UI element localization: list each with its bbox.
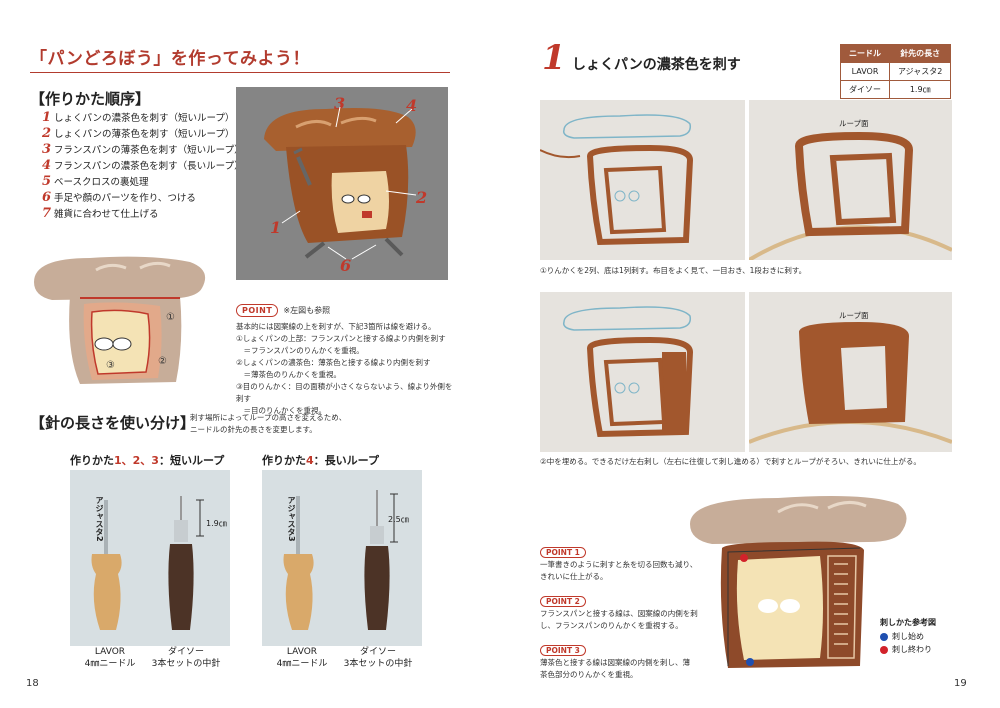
point-box: POINT ※左図も参照 基本的には図案線の上を刺すが、下記3箇所は線を避ける。… (236, 298, 456, 417)
step-number: 1 (542, 38, 566, 78)
loop-side-label: ループ面 (839, 119, 869, 128)
needle-heading: 【針の長さを使い分け】 (30, 414, 196, 432)
diagram-label: ③ (106, 360, 115, 371)
title-rule (30, 72, 450, 73)
stitch-end-marker (740, 554, 748, 562)
step-photo-1b: ループ面 (747, 100, 953, 262)
point-label: POINT 3 (540, 645, 586, 656)
point-note: ※左図も参照 (283, 306, 331, 315)
step-photo-2a (540, 292, 745, 452)
point-label: POINT 1 (540, 547, 586, 558)
step-title: しょくパンの濃茶色を刺す (572, 57, 741, 73)
steps-heading: 【作りかた順序】 (30, 90, 151, 108)
blue-dot-icon (880, 632, 888, 641)
bread-diagram: ① ② ③ (30, 252, 230, 392)
step-photo-1a (539, 100, 745, 260)
long-needle-photo: アジャスタ3 2.5㎝ (262, 470, 422, 646)
red-dot-icon (880, 645, 888, 654)
points-list: POINT 1 一筆書きのように刺すと糸を切る回数も減り、きれいに仕上がる。 P… (540, 540, 710, 681)
long-loop-title: 作りかた4：長いループ (262, 454, 379, 467)
photo-label: 4 (406, 96, 417, 115)
short-measure: 1.9㎝ (206, 519, 227, 528)
table-header: 針先の長さ (888, 44, 952, 63)
short-needle-photo: アジャスタ2 1.9㎝ (70, 470, 230, 646)
short-loop-title: 作りかた1、2、3：短いループ (70, 454, 225, 467)
diagram-label: ② (158, 356, 167, 367)
point-item: POINT 3 薄茶色と接する線は図案線の内側を刺し、薄茶色部分のりんかくを重視… (540, 645, 690, 679)
caption-2: ②中を埋める。できるだけ左右刺し（左右に往復して刺し進める）で刺すとループがそろ… (540, 457, 921, 466)
point-item: POINT 1 一筆書きのように刺すと糸を切る回数も減り、きれいに仕上がる。 (540, 547, 698, 581)
page-number-right: 19 (954, 678, 967, 689)
diagram-label: ① (166, 312, 175, 323)
photo-label: 3 (334, 94, 345, 113)
point-text: 基本的には図案線の上を刺すが、下記3箇所は線を避ける。 ①しょくパンの上部：フラ… (236, 322, 453, 415)
table-row: LAVOR アジャスタ2 (840, 62, 952, 81)
legend-title: 刺しかた参考図 (880, 618, 936, 627)
point-label: POINT 2 (540, 596, 586, 607)
page-number-left: 18 (26, 678, 39, 689)
legend-start: 刺し始め (880, 631, 936, 642)
photo-label: 2 (415, 188, 427, 207)
caption-1: ①りんかくを2列、底は1列刺す。布目をよく見て、一目おき、1段おきに刺す。 (540, 266, 807, 275)
page-title: 「パンどろぼう」を作ってみよう！ (30, 49, 310, 69)
long-adjuster-label: アジャスタ3 (287, 496, 296, 542)
stitch-start-marker (746, 658, 754, 666)
legend-end: 刺し終わり (880, 644, 936, 655)
table-header: ニードル (840, 44, 890, 63)
long-measure: 2.5㎝ (388, 515, 409, 524)
loop-side-label: ループ面 (839, 311, 869, 320)
table-row: ダイソー 1.9㎝ (840, 80, 952, 99)
step-photo-2b: ループ面 (748, 292, 953, 452)
stitch-diagram (688, 490, 918, 675)
photo-label: 6 (340, 256, 351, 275)
embroidery-photo: 3 4 2 1 6 (236, 87, 448, 280)
short-adjuster-label: アジャスタ2 (95, 496, 104, 542)
photo-label: 1 (270, 218, 281, 237)
point-badge: POINT (236, 304, 279, 317)
point-item: POINT 2 フランスパンと接する線は、図案線の内側を刺し、フランスパンのりん… (540, 596, 698, 630)
stitch-legend: 刺しかた参考図 刺し始め 刺し終わり (880, 617, 936, 655)
needle-spec-table: ニードル 針先の長さ LAVOR アジャスタ2 ダイソー 1.9㎝ (840, 44, 952, 99)
needle-desc: 刺す場所によってループの高さを変えるため、 ニードルの針先の長さを変更します。 (190, 413, 347, 434)
